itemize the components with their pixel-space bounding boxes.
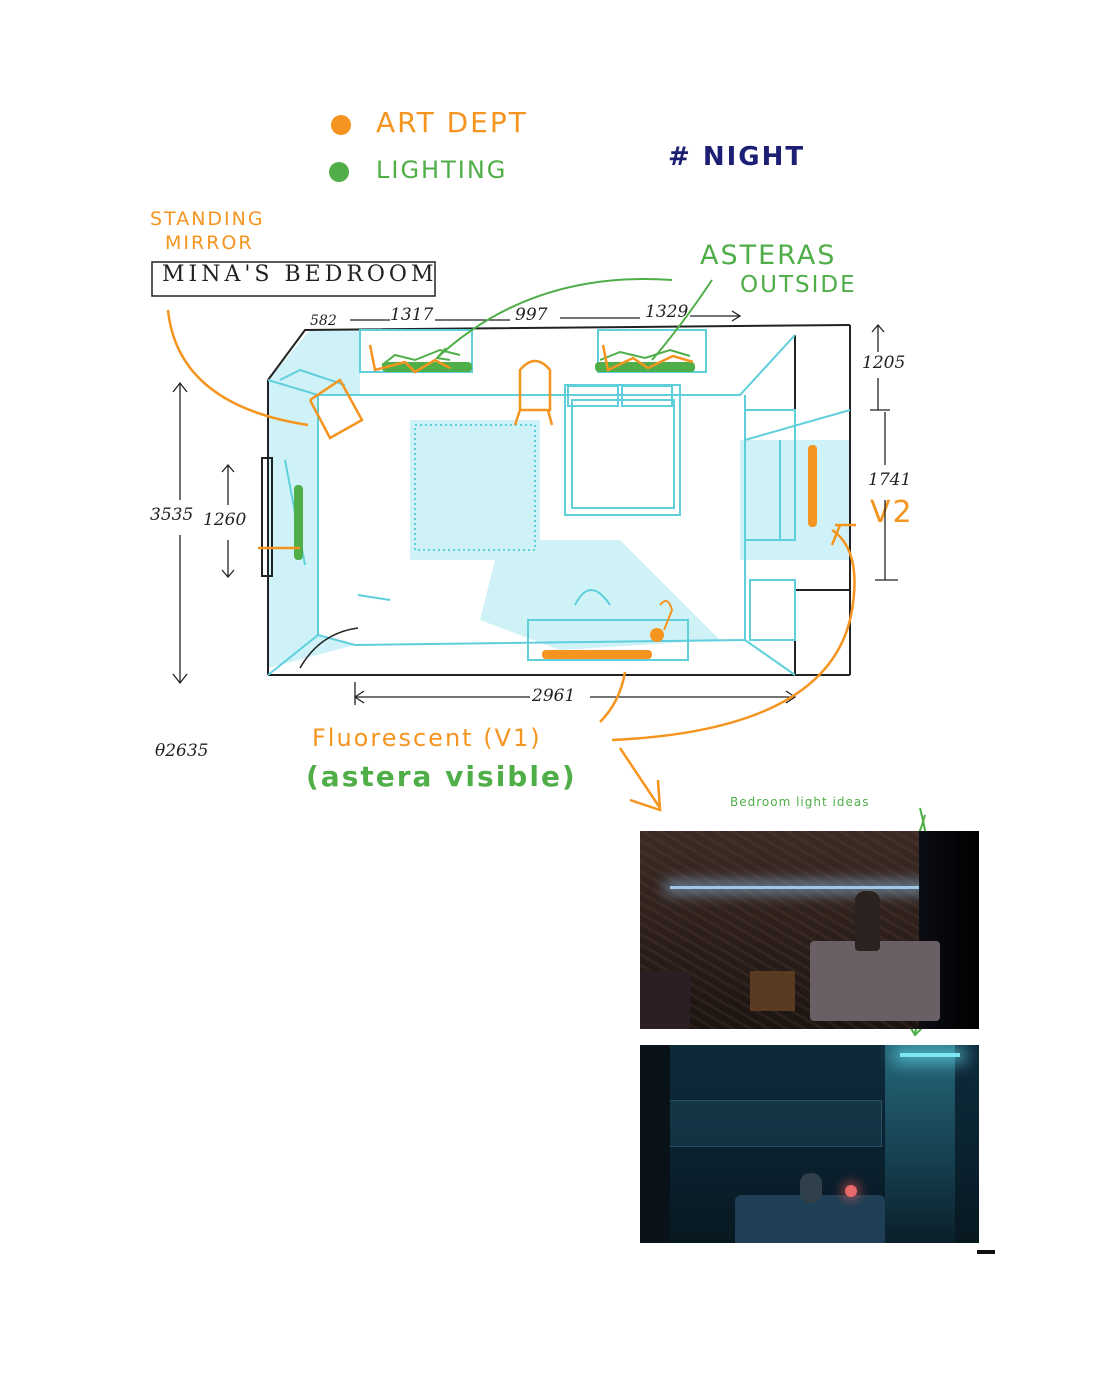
dim-1205: 1205 xyxy=(862,353,906,373)
dim-582: 582 xyxy=(310,313,337,329)
asteras-note-line1: ASTERAS xyxy=(700,240,837,271)
outer-walls xyxy=(261,324,851,676)
dim-1317: 1317 xyxy=(390,305,434,325)
legend-art-dept-label: ART DEPT xyxy=(376,106,528,139)
dim-1260: 1260 xyxy=(203,510,247,530)
room-sketch-lines xyxy=(267,329,851,676)
lighting-marks xyxy=(294,348,695,560)
dim-1329: 1329 xyxy=(645,302,689,322)
dim-3535: 3535 xyxy=(150,505,194,525)
legend-lighting-label: LIGHTING xyxy=(376,156,508,184)
v2-label: V2 xyxy=(870,495,914,530)
desk-chair xyxy=(574,589,611,606)
ceiling-height: θ2635 xyxy=(155,741,209,761)
dim-1741: 1741 xyxy=(868,470,912,490)
dim-997: 997 xyxy=(515,305,548,325)
bedroom-light-ideas-note: Bedroom light ideas xyxy=(730,795,870,809)
legend-art-dept-dot xyxy=(331,115,351,135)
door-swing xyxy=(299,627,359,669)
dimension-lines xyxy=(172,310,898,705)
fluorescent-fixture xyxy=(542,650,652,659)
standing-mirror-note-line2: MIRROR xyxy=(165,232,254,254)
asteras-note-line2: OUTSIDE xyxy=(740,272,857,298)
standing-mirror-note-line1: STANDING xyxy=(150,208,265,230)
dim-2961: 2961 xyxy=(532,686,576,706)
rug xyxy=(414,424,536,551)
astera-visible-note: (astera visible) xyxy=(306,760,577,793)
reference-photo-blue-bedroom xyxy=(640,1045,979,1243)
night-tag: # NIGHT xyxy=(668,142,806,172)
photo-strip-edge xyxy=(977,1250,995,1254)
legend-lighting-dot xyxy=(329,162,349,182)
bed xyxy=(564,384,681,516)
v2-fixture xyxy=(808,445,817,527)
fluorescent-note: Fluorescent (V1) xyxy=(312,724,542,752)
room-title: MINA'S BEDROOM xyxy=(162,262,438,287)
reference-photo-warm-bedroom xyxy=(640,831,979,1029)
room-wash xyxy=(268,330,850,668)
desk xyxy=(527,619,689,661)
desk-lamp xyxy=(650,628,664,642)
